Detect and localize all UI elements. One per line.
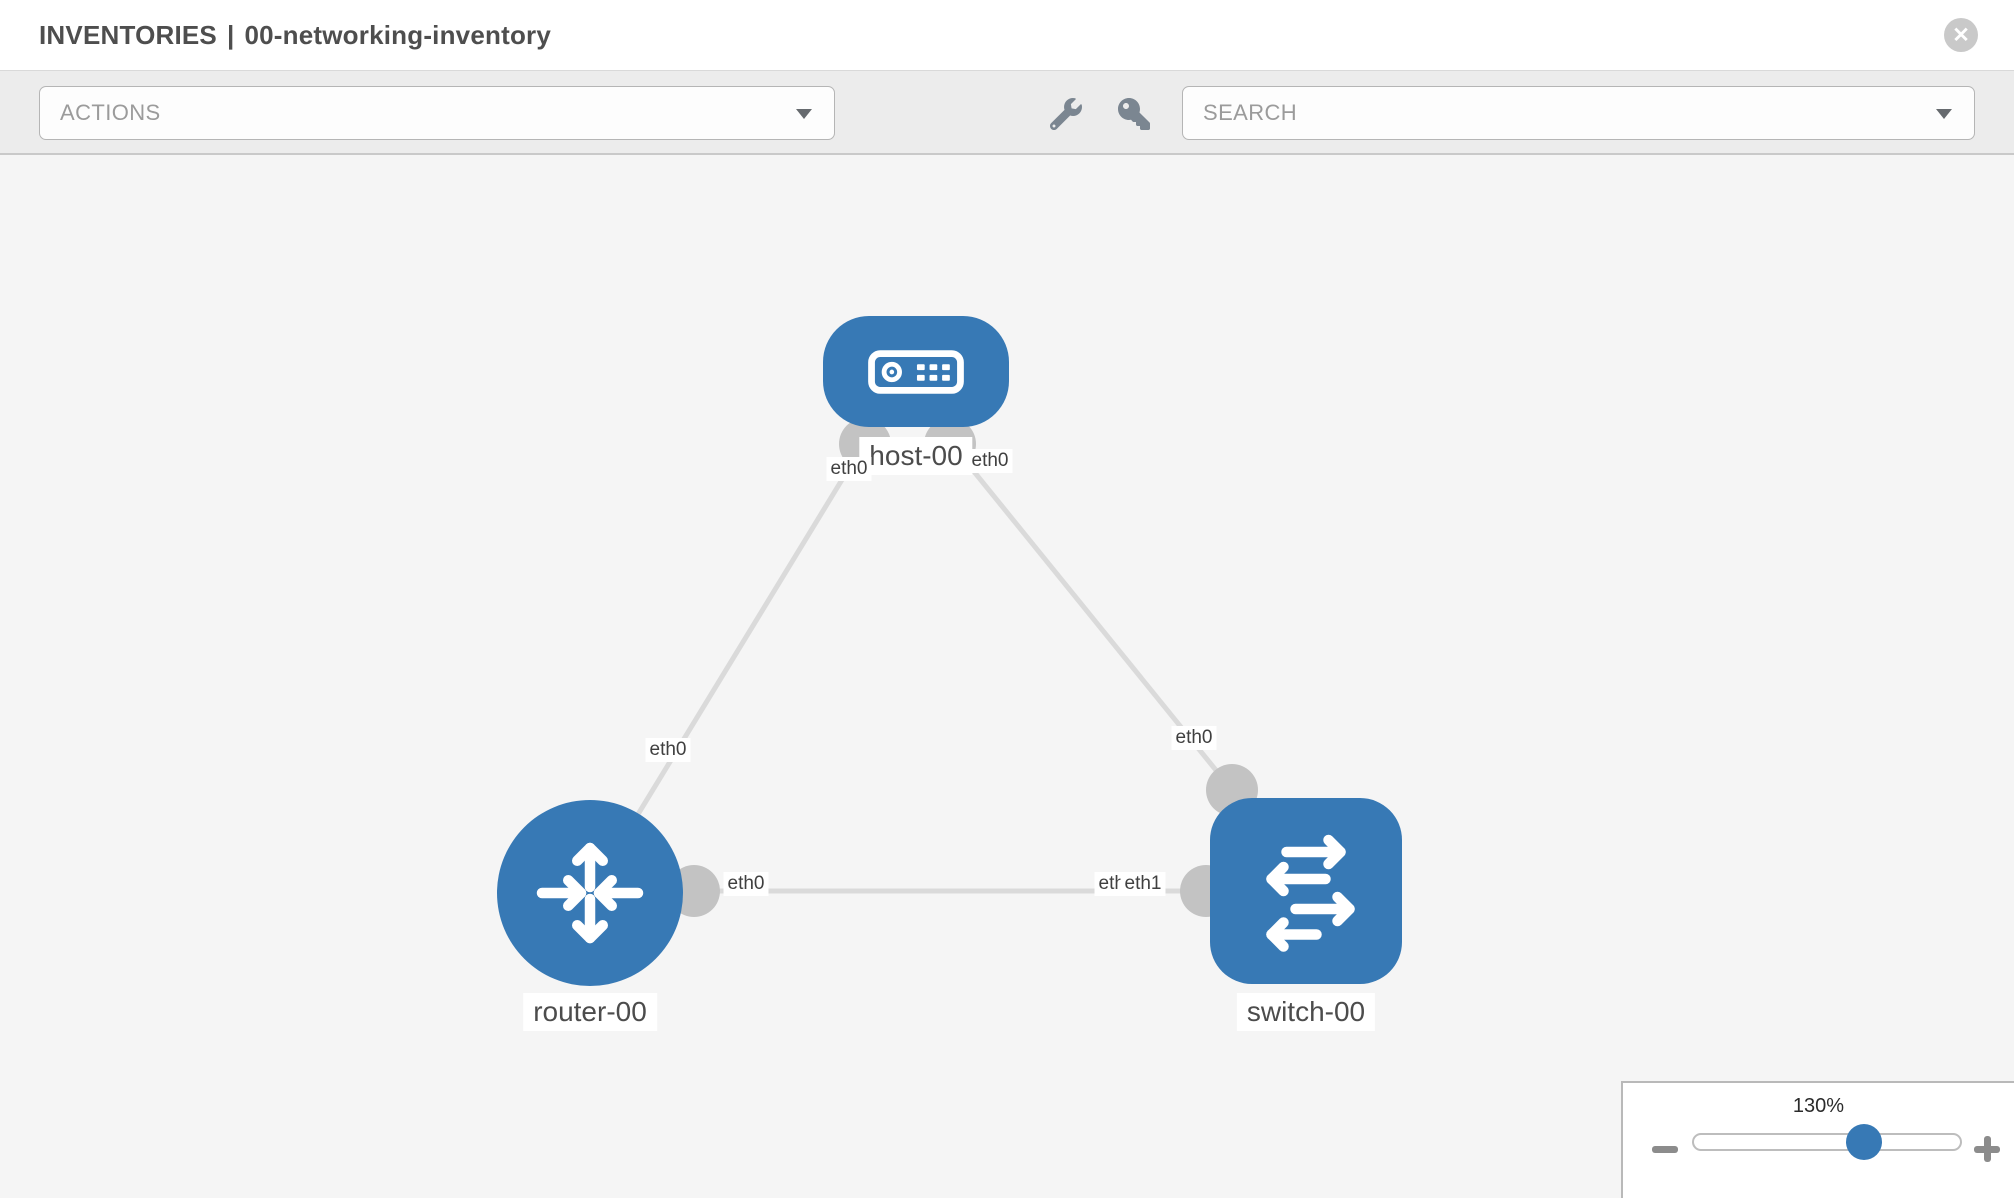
search-dropdown-label: SEARCH: [1203, 100, 1298, 125]
host-icon: [868, 349, 964, 394]
node-host-00[interactable]: [823, 316, 1009, 427]
zoom-slider-thumb[interactable]: [1846, 1124, 1883, 1160]
toolbar: ACTIONS SEARCH: [0, 71, 2014, 155]
actions-dropdown-label: ACTIONS: [60, 100, 161, 125]
page-title-separator: |: [226, 20, 235, 50]
zoom-in-button[interactable]: [1973, 1135, 2001, 1163]
node-label-switch-00: switch-00: [1236, 993, 1376, 1031]
inventory-name: 00-networking-inventory: [244, 20, 552, 50]
wrench-icon[interactable]: [1050, 98, 1082, 130]
iface-label-host-eth0-left: eth0: [826, 457, 872, 481]
search-dropdown[interactable]: SEARCH: [1182, 86, 1975, 140]
chevron-down-icon: [1936, 109, 1952, 119]
topology-links-layer: [587, 418, 1258, 917]
page-title: INVENTORIES | 00-networking-inventory: [39, 0, 551, 70]
zoom-panel: 130%: [1621, 1081, 2014, 1198]
zoom-out-button[interactable]: [1651, 1135, 1679, 1163]
key-icon[interactable]: [1118, 98, 1150, 130]
iface-label-host-eth0-right: eth0: [967, 449, 1013, 473]
minus-icon: [1652, 1146, 1678, 1153]
actions-dropdown[interactable]: ACTIONS: [39, 86, 835, 140]
page-title-section: INVENTORIES: [39, 20, 217, 50]
router-icon: [536, 842, 644, 944]
node-router-00[interactable]: [497, 800, 683, 986]
topology-canvas[interactable]: host-00 router-00 switch-00 eth0 eth0 et…: [0, 155, 2014, 1198]
iface-label-switch-eth0: eth0: [1171, 726, 1217, 750]
iface-label-switch-eth1: eth1: [1120, 872, 1166, 896]
iface-label-router-eth0-uplink: eth0: [645, 738, 691, 762]
switch-icon: [1266, 834, 1355, 952]
zoom-level: 130%: [1792, 1095, 1845, 1117]
iface-label-router-eth0: eth0: [723, 872, 769, 896]
zoom-slider[interactable]: [1692, 1124, 1962, 1160]
close-button[interactable]: ✕: [1944, 18, 1978, 52]
plus-icon: [1983, 1136, 1991, 1162]
node-label-host-00: host-00: [859, 437, 973, 475]
header: INVENTORIES | 00-networking-inventory ✕: [0, 0, 2014, 71]
chevron-down-icon: [796, 109, 812, 119]
node-switch-00[interactable]: [1210, 798, 1402, 984]
node-label-router-00: router-00: [523, 993, 657, 1031]
close-icon: ✕: [1952, 23, 1970, 47]
